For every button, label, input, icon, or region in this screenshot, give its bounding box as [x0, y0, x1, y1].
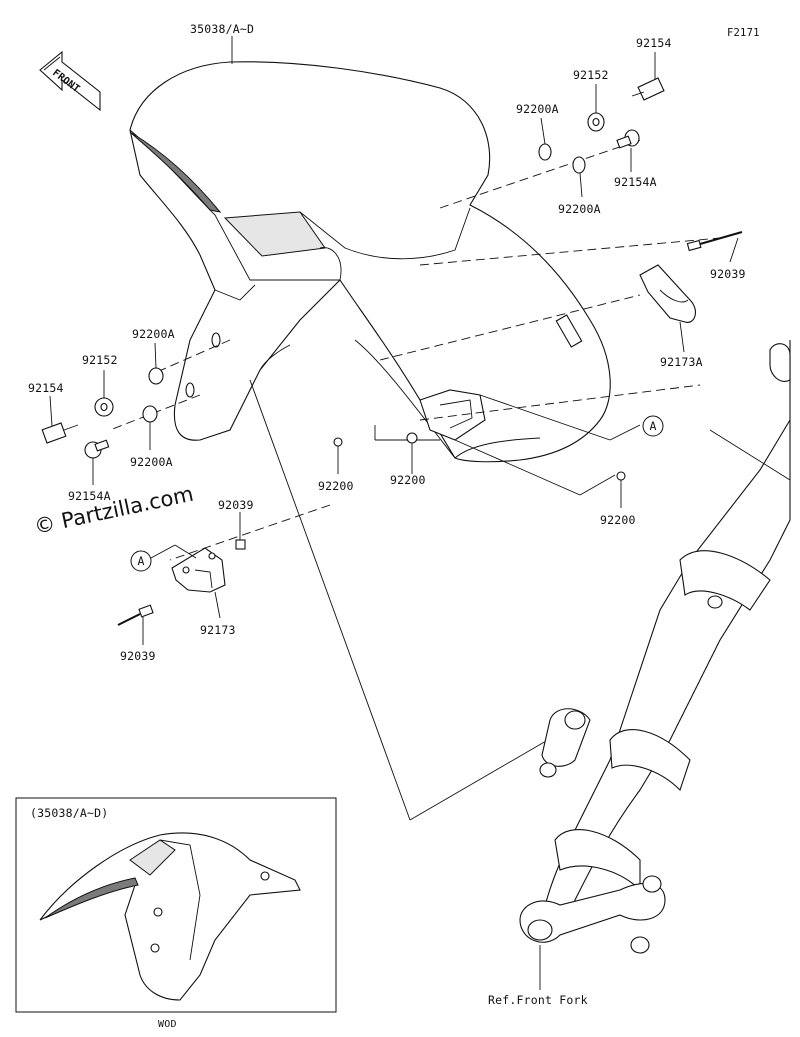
label-92152-left: 92152 — [82, 353, 118, 367]
label-92152-right: 92152 — [573, 68, 609, 82]
reference-label: Ref.Front Fork — [488, 993, 588, 1007]
label-92200-c: 92200 — [600, 513, 636, 527]
front-arrow-icon: FRONT — [39, 50, 101, 112]
callout-a-left: A — [137, 554, 144, 568]
bolt-icon — [41, 422, 79, 444]
label-92200a-right-lower: 92200A — [558, 202, 601, 216]
part-labels: 35038/A~D 92154 92152 92200A 92154A 9220… — [28, 22, 760, 1030]
label-92154a-left: 92154A — [68, 489, 111, 503]
label-92200a-left-lower: 92200A — [130, 455, 173, 469]
washer-icon — [587, 112, 605, 132]
front-fender — [129, 61, 611, 463]
pin-icon — [686, 231, 743, 252]
washer-icon — [94, 397, 114, 417]
callout-a-right: A — [649, 419, 656, 433]
left-hardware — [41, 367, 626, 626]
label-92200a-right-upper: 92200A — [516, 102, 559, 116]
label-92039-right: 92039 — [710, 267, 746, 281]
label-92200-a: 92200 — [318, 479, 354, 493]
label-92039-left-upper: 92039 — [218, 498, 254, 512]
label-92039-left-lower: 92039 — [120, 649, 156, 663]
pin-icon — [117, 539, 246, 626]
bolt-icon — [631, 77, 665, 101]
inset-fender — [39, 832, 301, 1001]
clamp-icon — [171, 547, 226, 593]
label-92154a-right: 92154A — [614, 175, 657, 189]
figure-id: F2171 — [727, 27, 760, 39]
front-fork — [519, 340, 791, 990]
short-bolt-icon — [616, 129, 640, 149]
short-bolt-icon — [84, 439, 110, 459]
label-92154-right: 92154 — [636, 36, 672, 50]
watermark: © Partzilla.com — [32, 482, 196, 539]
leader-lines — [49, 36, 739, 645]
callouts: A A — [130, 415, 664, 572]
label-fender: 35038/A~D — [190, 22, 254, 36]
inset-panel — [15, 797, 337, 1013]
label-92200a-left-upper: 92200A — [132, 327, 175, 341]
label-92154-left: 92154 — [28, 381, 64, 395]
label-92200-b: 92200 — [390, 473, 426, 487]
ring-icon — [142, 367, 164, 423]
label-92173: 92173 — [200, 623, 236, 637]
inset-title: (35038/A~D) — [30, 806, 108, 820]
label-92173a: 92173A — [660, 355, 703, 369]
ring-icon — [538, 143, 586, 174]
clamp-icon — [639, 264, 696, 323]
right-hardware — [538, 77, 743, 348]
inset-caption: WOD — [158, 1019, 177, 1030]
